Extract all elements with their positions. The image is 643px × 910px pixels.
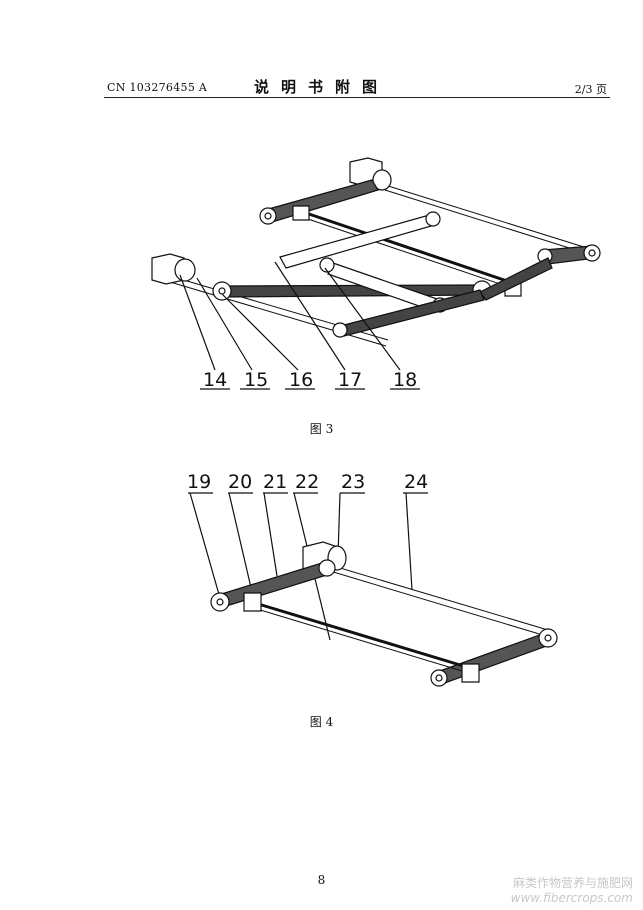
watermark-line-2: www.fibercrops.com bbox=[510, 891, 633, 905]
figure-4-label: 20 bbox=[228, 471, 252, 493]
figure-3-drawing bbox=[151, 157, 601, 390]
header-rule bbox=[104, 97, 610, 98]
figure-4-label: 19 bbox=[187, 471, 211, 493]
figure-3-label: 15 bbox=[244, 369, 268, 391]
figure-3-label: 14 bbox=[203, 369, 227, 391]
watermark: 麻类作物营养与施肥网 www.fibercrops.com bbox=[511, 876, 633, 906]
figure-3-label: 16 bbox=[289, 369, 313, 391]
figure-3-labels: 14 15 16 17 18 bbox=[203, 369, 417, 391]
section-title: 说明书附图 bbox=[253, 78, 389, 96]
figure-4-label: 22 bbox=[295, 471, 319, 493]
figure-4-drawing bbox=[188, 492, 558, 687]
watermark-line-1: 麻类作物营养与施肥网 bbox=[512, 876, 633, 890]
figure-3-caption: 图 3 bbox=[309, 422, 334, 436]
figure-4-label: 24 bbox=[404, 471, 428, 493]
patent-number: CN 103276455 A bbox=[107, 81, 208, 94]
figure-4-label: 23 bbox=[341, 471, 365, 493]
figure-4-labels: 19 20 21 22 23 24 bbox=[187, 471, 428, 493]
figure-3-label: 17 bbox=[338, 369, 362, 391]
figure-3-label: 18 bbox=[393, 369, 417, 391]
figure-4-caption: 图 4 bbox=[309, 715, 334, 729]
page-number: 8 bbox=[317, 873, 326, 887]
page-indicator: 2/3 页 bbox=[574, 83, 607, 96]
figure-4-label: 21 bbox=[263, 471, 287, 493]
